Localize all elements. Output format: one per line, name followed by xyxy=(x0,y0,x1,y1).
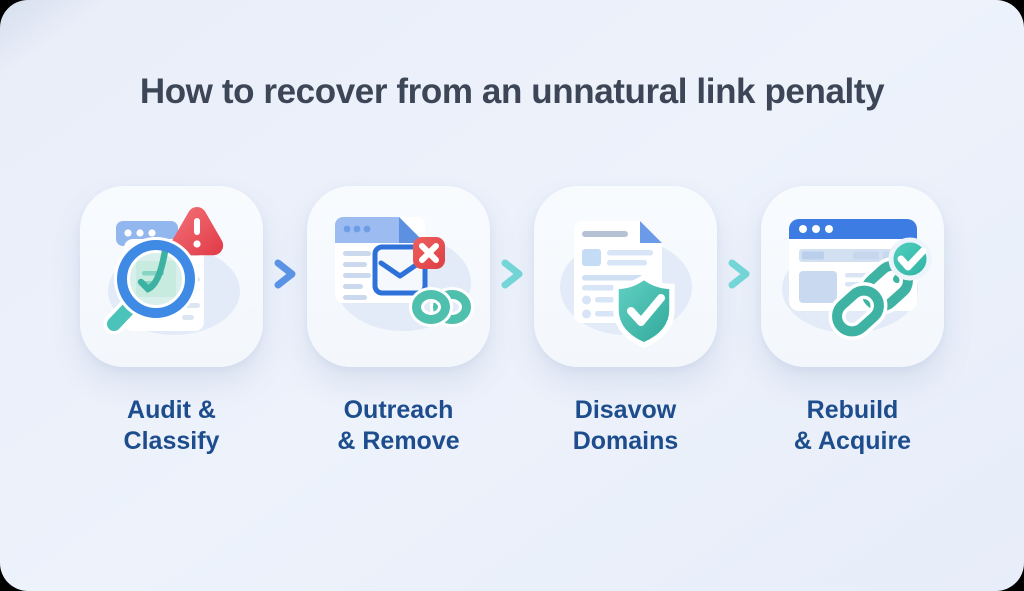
step-card xyxy=(761,186,944,367)
step-label: Disavow Domains xyxy=(572,396,679,455)
step-card xyxy=(80,186,263,367)
step-audit-classify: Audit & Classify xyxy=(80,186,263,457)
step-card xyxy=(307,186,490,367)
arrow-right-icon xyxy=(490,186,534,367)
arrow-right-icon xyxy=(717,186,761,367)
step-card xyxy=(534,186,717,367)
rebuild-link-check-icon xyxy=(781,218,931,340)
step-outreach-remove: Outreach & Remove xyxy=(307,186,490,457)
step-label: Rebuild & Acquire xyxy=(793,396,912,455)
audit-magnifier-warning-icon xyxy=(103,206,240,335)
page-title: How to recover from an unnatural link pe… xyxy=(139,72,885,111)
steps-row: Audit & Classify xyxy=(80,186,944,457)
outreach-email-removed-link-icon xyxy=(334,216,474,331)
arrow-right-icon xyxy=(263,186,307,367)
step-disavow-domains: Disavow Domains xyxy=(534,186,717,457)
step-label: Audit & Classify xyxy=(123,396,220,455)
step-label: Outreach & Remove xyxy=(337,396,460,455)
step-rebuild-acquire: Rebuild & Acquire xyxy=(761,186,944,457)
disavow-document-shield-icon xyxy=(559,220,692,348)
